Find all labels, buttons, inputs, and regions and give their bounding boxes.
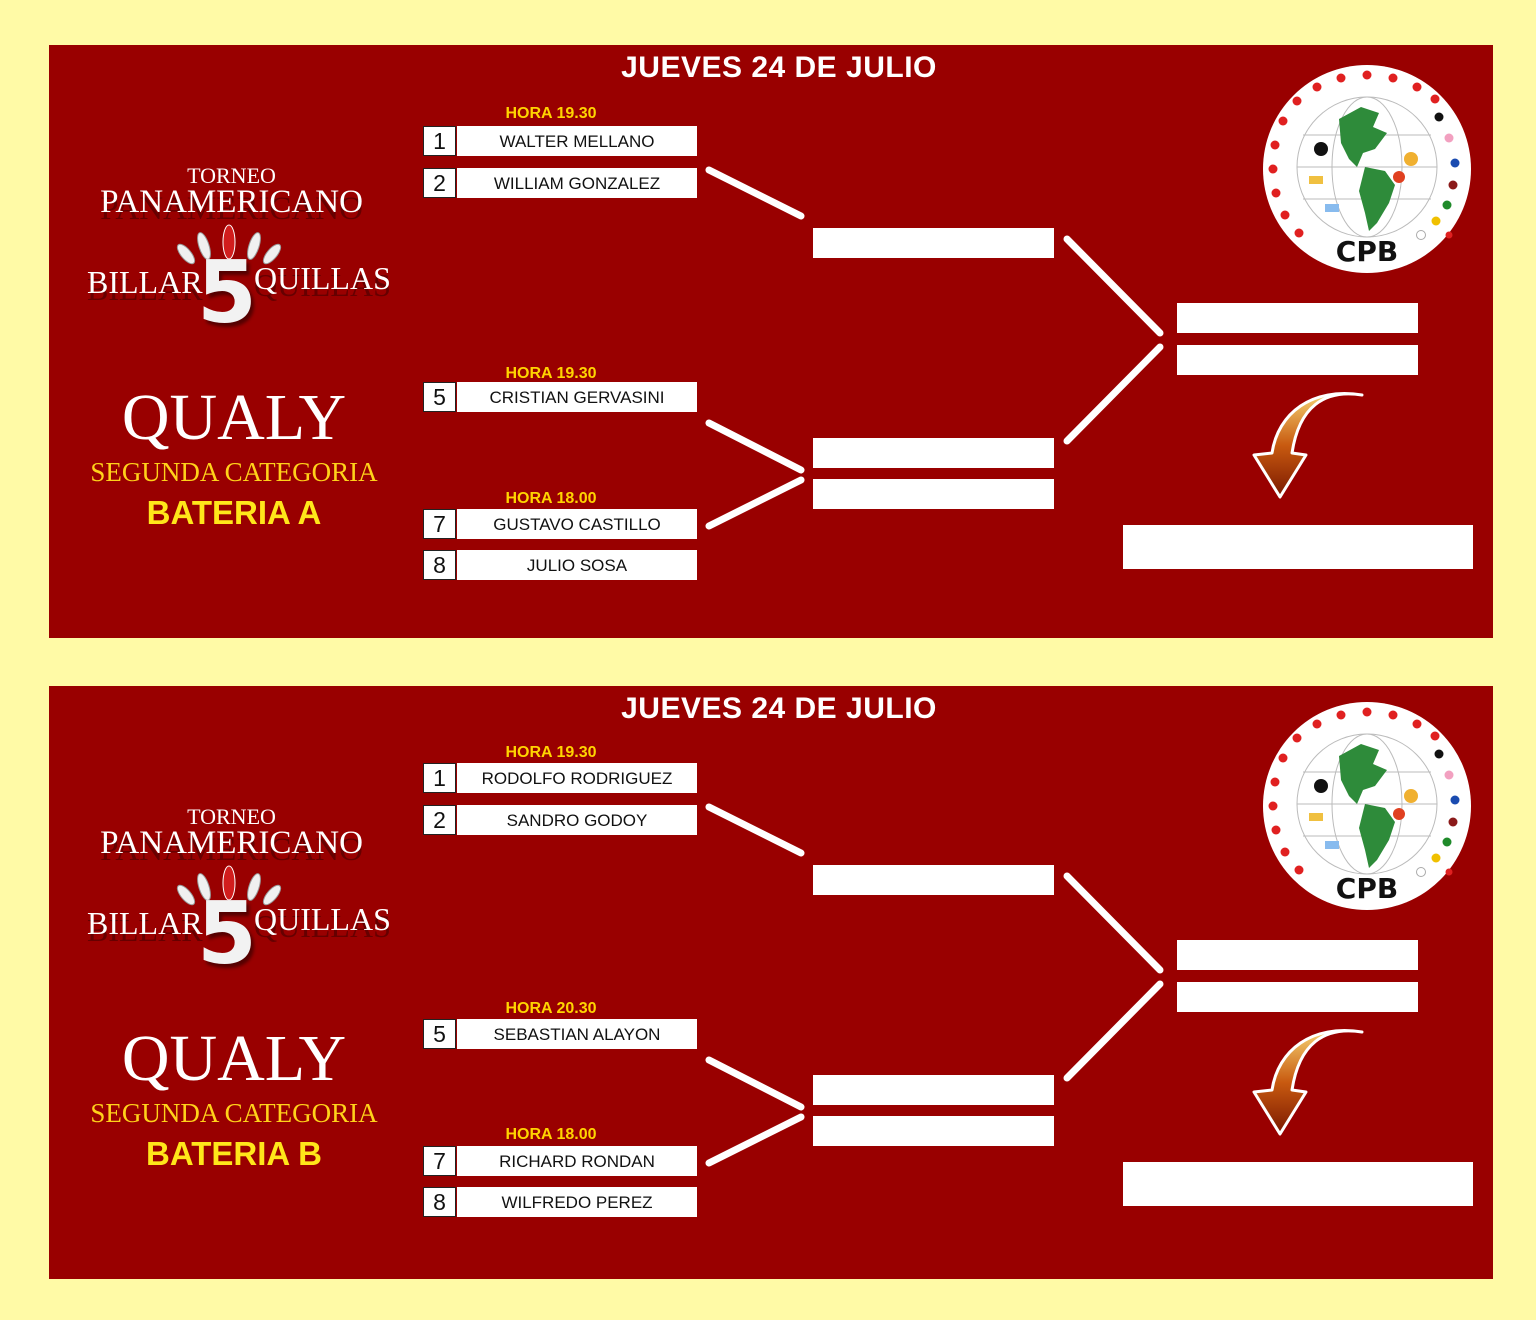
logo-torneo: TORNEO — [187, 163, 276, 188]
seed-number: 5 — [423, 382, 456, 412]
match-time: HORA 20.30 — [505, 1000, 597, 1017]
qualy-title: QUALY — [121, 1022, 347, 1095]
logo-five: 5 — [197, 243, 257, 343]
logo-billar: BILLAR — [87, 905, 203, 941]
cpb-logo: CPB — [1263, 702, 1471, 910]
bracket-slot-final — [1177, 345, 1418, 375]
player-name: WALTER MELLANO — [457, 126, 697, 156]
player-name: SEBASTIAN ALAYON — [457, 1019, 697, 1049]
player-name: GUSTAVO CASTILLO — [457, 509, 697, 539]
bracket-slot-final — [1177, 940, 1418, 970]
logo-quillas: QUILLAS — [254, 260, 391, 296]
bateria-label: BATERIA A — [146, 494, 322, 531]
match-time: HORA 19.30 — [505, 365, 597, 382]
bracket-slot-final — [1177, 982, 1418, 1012]
torneo-logo: TORNEO PANAMERICANO BILLAR 5 QUILLAS — [79, 160, 391, 350]
seed-number: 2 — [423, 168, 456, 198]
curved-arrow-icon — [1252, 392, 1364, 499]
bateria-label: BATERIA B — [146, 1135, 322, 1172]
cpb-logo: CPB — [1263, 65, 1471, 273]
curved-arrow-icon — [1252, 1029, 1364, 1136]
seed-number: 1 — [423, 763, 456, 793]
logo-panamericano: PANAMERICANO — [100, 825, 363, 861]
cpb-label: CPB — [1336, 235, 1398, 268]
logo-torneo: TORNEO — [187, 804, 276, 829]
player-name: JULIO SOSA — [457, 550, 697, 580]
category-label: SEGUNDA CATEGORIA — [90, 457, 378, 487]
date-title: JUEVES 24 DE JULIO — [621, 692, 937, 725]
logo-five: 5 — [197, 884, 257, 984]
seed-number: 5 — [423, 1019, 456, 1049]
logo-panamericano: PANAMERICANO — [100, 184, 363, 220]
torneo-logo: TORNEO PANAMERICANO BILLAR 5 QUILLAS — [79, 801, 391, 991]
player-name: WILLIAM GONZALEZ — [457, 168, 697, 198]
match-time: HORA 18.00 — [505, 1126, 597, 1143]
category-label: SEGUNDA CATEGORIA — [90, 1098, 378, 1128]
player-name: RODOLFO RODRIGUEZ — [457, 763, 697, 793]
logo-billar: BILLAR — [87, 264, 203, 300]
bowling-pins-icon — [176, 865, 282, 906]
seed-number: 8 — [423, 550, 456, 580]
bracket-slot-semifinal — [813, 479, 1054, 509]
bowling-pins-icon — [176, 224, 282, 265]
bracket-slot-semifinal — [813, 1116, 1054, 1146]
seed-number: 2 — [423, 805, 456, 835]
seed-number: 1 — [423, 126, 456, 156]
seed-number: 7 — [423, 1146, 456, 1176]
match-time: HORA 19.30 — [505, 105, 597, 122]
bracket-slot-semifinal — [813, 228, 1054, 258]
bracket-panel-b: JUEVES 24 DE JULIO TORNEO PANAMERICANO B… — [49, 686, 1493, 1279]
qualy-title: QUALY — [121, 381, 347, 454]
bracket-slot-semifinal — [813, 438, 1054, 468]
logo-quillas: QUILLAS — [254, 901, 391, 937]
bracket-slot-winner — [1123, 525, 1473, 569]
seed-number: 7 — [423, 509, 456, 539]
player-name: WILFREDO PEREZ — [457, 1187, 697, 1217]
bracket-slot-semifinal — [813, 865, 1054, 895]
bracket-lines — [705, 803, 1164, 1167]
seed-number: 8 — [423, 1187, 456, 1217]
bracket-lines — [705, 166, 1164, 530]
player-name: CRISTIAN GERVASINI — [457, 382, 697, 412]
bracket-slot-semifinal — [813, 1075, 1054, 1105]
bracket-slot-winner — [1123, 1162, 1473, 1206]
bracket-panel-a: JUEVES 24 DE JULIO TORNEO PANAMERICANO B… — [49, 45, 1493, 638]
match-time: HORA 18.00 — [505, 490, 597, 507]
match-time: HORA 19.30 — [505, 744, 597, 761]
date-title: JUEVES 24 DE JULIO — [621, 51, 937, 84]
cpb-label: CPB — [1336, 872, 1398, 905]
bracket-slot-final — [1177, 303, 1418, 333]
player-name: RICHARD RONDAN — [457, 1146, 697, 1176]
player-name: SANDRO GODOY — [457, 805, 697, 835]
